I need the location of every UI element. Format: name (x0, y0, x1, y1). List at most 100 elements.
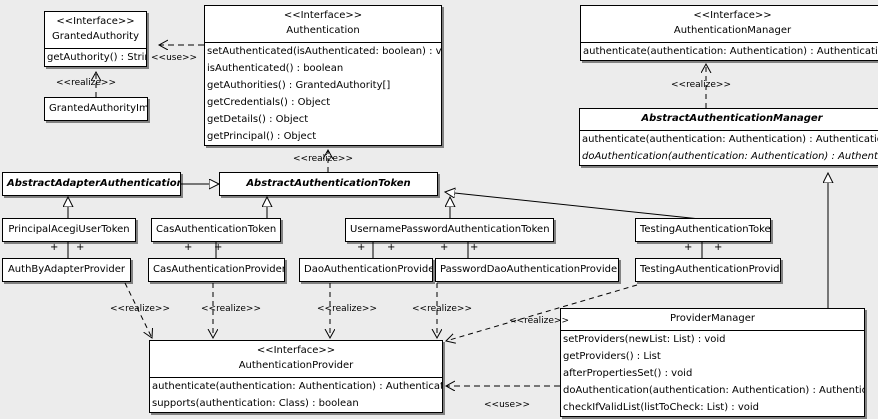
class-name: TestingAuthenticationProvider (640, 264, 781, 275)
edge-label-realize-granted-authority-impl: <<realize>> (56, 78, 116, 88)
edge-label-realize-password-dao-authentication-provider: <<realize>> (412, 304, 472, 314)
multiplicity-plus: + (440, 242, 449, 253)
class-name: CasAuthenticationProvider (153, 264, 285, 275)
class-name: DaoAuthenticationProvider (304, 264, 433, 275)
edge-label-realize-cas-authentication-provider: <<realize>> (201, 304, 261, 314)
class-name: AbstractAdapterAuthenticationToken (7, 178, 180, 189)
class-authentication-provider[interactable]: <<Interface>> AuthenticationProvider aut… (149, 340, 443, 413)
multiplicity-plus: + (184, 242, 193, 253)
class-principal-acegi-user-token[interactable]: PrincipalAcegiUserToken (2, 218, 136, 242)
stereotype-label: <<Interface>> (56, 16, 135, 27)
edge-label-realize-abstract-manager: <<realize>> (671, 80, 731, 90)
operations-compartment: authenticate(authentication: Authenticat… (581, 42, 878, 60)
class-provider-manager[interactable]: ProviderManager setProviders(newList: Li… (560, 308, 865, 417)
class-name: GrantedAuthorityImpl (49, 103, 148, 114)
class-header: TestingAuthenticationProvider (636, 259, 780, 281)
class-header: <<Interface>> AuthenticationProvider (150, 341, 442, 377)
class-abstract-adapter-authentication-token[interactable]: AbstractAdapterAuthenticationToken (2, 172, 181, 196)
operation: getPrincipal() : Object (207, 131, 317, 142)
class-header: AuthByAdapterProvider (3, 259, 130, 281)
operations-compartment: authenticate(authentication: Authenticat… (150, 377, 442, 412)
operations-compartment: authenticate(authentication: Authenticat… (580, 130, 878, 165)
multiplicity-plus: + (714, 242, 723, 253)
class-header: <<Interface>> GrantedAuthority (45, 12, 146, 48)
operation: getAuthorities() : GrantedAuthority[] (207, 80, 391, 91)
class-password-dao-authentication-provider[interactable]: PasswordDaoAuthenticationProvider (435, 258, 619, 282)
class-testing-authentication-provider[interactable]: TestingAuthenticationProvider (635, 258, 781, 282)
class-testing-authentication-token[interactable]: TestingAuthenticationToken (635, 218, 771, 242)
class-authentication-manager[interactable]: <<Interface>> AuthenticationManager auth… (580, 5, 878, 61)
class-header: CasAuthenticationProvider (149, 259, 284, 281)
class-username-password-authentication-token[interactable]: UsernamePasswordAuthenticationToken (345, 218, 554, 242)
edge-label-realize-abstract-token-authentication: <<realize>> (293, 154, 353, 164)
multiplicity-plus: + (684, 242, 693, 253)
class-name: TestingAuthenticationToken (640, 224, 771, 235)
class-header: PasswordDaoAuthenticationProvider (436, 259, 618, 281)
multiplicity-plus: + (357, 242, 366, 253)
operation: getCredentials() : Object (207, 97, 331, 108)
operations-compartment: setAuthenticated(isAuthenticated: boolea… (205, 42, 441, 145)
class-name: AbstractAuthenticationToken (246, 178, 411, 189)
class-name: AuthByAdapterProvider (7, 264, 126, 275)
class-name: PasswordDaoAuthenticationProvider (440, 264, 619, 275)
operation: authenticate(authentication: Authenticat… (582, 134, 878, 145)
operation: doAuthentication(authentication: Authent… (563, 385, 864, 396)
class-header: AbstractAdapterAuthenticationToken (3, 173, 180, 195)
operation: checkIfValidList(listToCheck: List) : vo… (563, 402, 760, 413)
class-abstract-authentication-manager[interactable]: AbstractAuthenticationManager authentica… (579, 108, 878, 166)
class-name: GrantedAuthority (51, 31, 140, 42)
stereotype-label: <<Interface>> (283, 10, 363, 21)
operations-compartment: getAuthority() : String (45, 48, 146, 66)
edge-label-use-provider-manager: <<use>> (484, 400, 531, 410)
class-authentication[interactable]: <<Interface>> Authentication setAuthenti… (204, 5, 442, 146)
class-name: PrincipalAcegiUserToken (8, 224, 130, 235)
class-dao-authentication-provider[interactable]: DaoAuthenticationProvider (299, 258, 433, 282)
operation: setAuthenticated(isAuthenticated: boolea… (207, 46, 441, 57)
class-name: UsernamePasswordAuthenticationToken (350, 224, 550, 235)
class-name: ProviderManager (669, 313, 755, 324)
multiplicity-plus: + (50, 242, 59, 253)
operation: supports(authentication: Class) : boolea… (152, 398, 359, 409)
multiplicity-plus: + (387, 242, 396, 253)
operation: getAuthority() : String (47, 52, 146, 63)
operation: isAuthenticated() : boolean (207, 63, 344, 74)
class-cas-authentication-provider[interactable]: CasAuthenticationProvider (148, 258, 285, 282)
class-auth-by-adapter-provider[interactable]: AuthByAdapterProvider (2, 258, 131, 282)
class-header: AbstractAuthenticationToken (220, 173, 437, 195)
stereotype-label: <<Interface>> (256, 345, 336, 356)
edge-label-realize-dao-authentication-provider: <<realize>> (317, 304, 377, 314)
operation: authenticate(authentication: Authenticat… (152, 381, 442, 392)
operation: setProviders(newList: List) : void (563, 334, 726, 345)
operations-compartment: setProviders(newList: List) : void getPr… (561, 330, 864, 416)
class-cas-authentication-token[interactable]: CasAuthenticationToken (151, 218, 281, 242)
multiplicity-plus: + (470, 242, 479, 253)
class-header: <<Interface>> Authentication (205, 6, 441, 42)
edge-label-realize-testing-authentication-provider: <<realize>> (509, 316, 569, 326)
edge-label-use-authentication-granted-authority: <<use>> (151, 53, 198, 63)
operation: afterPropertiesSet() : void (563, 368, 693, 379)
class-header: GrantedAuthorityImpl (45, 98, 147, 120)
operation: getProviders() : List (563, 351, 661, 362)
class-header: TestingAuthenticationToken (636, 219, 770, 241)
class-header: AbstractAuthenticationManager (580, 109, 878, 130)
class-name: AuthenticationManager (673, 25, 792, 36)
operation: getDetails() : Object (207, 114, 309, 125)
class-name: CasAuthenticationToken (156, 224, 277, 235)
stereotype-label: <<Interface>> (693, 10, 772, 21)
class-name: AuthenticationProvider (238, 360, 354, 371)
class-abstract-authentication-token[interactable]: AbstractAuthenticationToken (219, 172, 438, 196)
operation: authenticate(authentication: Authenticat… (583, 46, 878, 57)
class-header: DaoAuthenticationProvider (300, 259, 432, 281)
class-header: PrincipalAcegiUserToken (3, 219, 135, 241)
class-header: ProviderManager (561, 309, 864, 330)
class-header: UsernamePasswordAuthenticationToken (346, 219, 553, 241)
class-name: AbstractAuthenticationManager (641, 113, 823, 124)
edge-label-realize-auth-by-adapter-provider: <<realize>> (110, 304, 170, 314)
class-granted-authority-impl[interactable]: GrantedAuthorityImpl (44, 97, 148, 121)
class-granted-authority[interactable]: <<Interface>> GrantedAuthority getAuthor… (44, 11, 147, 67)
class-header: CasAuthenticationToken (152, 219, 280, 241)
class-name: Authentication (286, 25, 360, 36)
class-header: <<Interface>> AuthenticationManager (581, 6, 878, 42)
operation: doAuthentication(authentication: Authent… (582, 151, 878, 162)
